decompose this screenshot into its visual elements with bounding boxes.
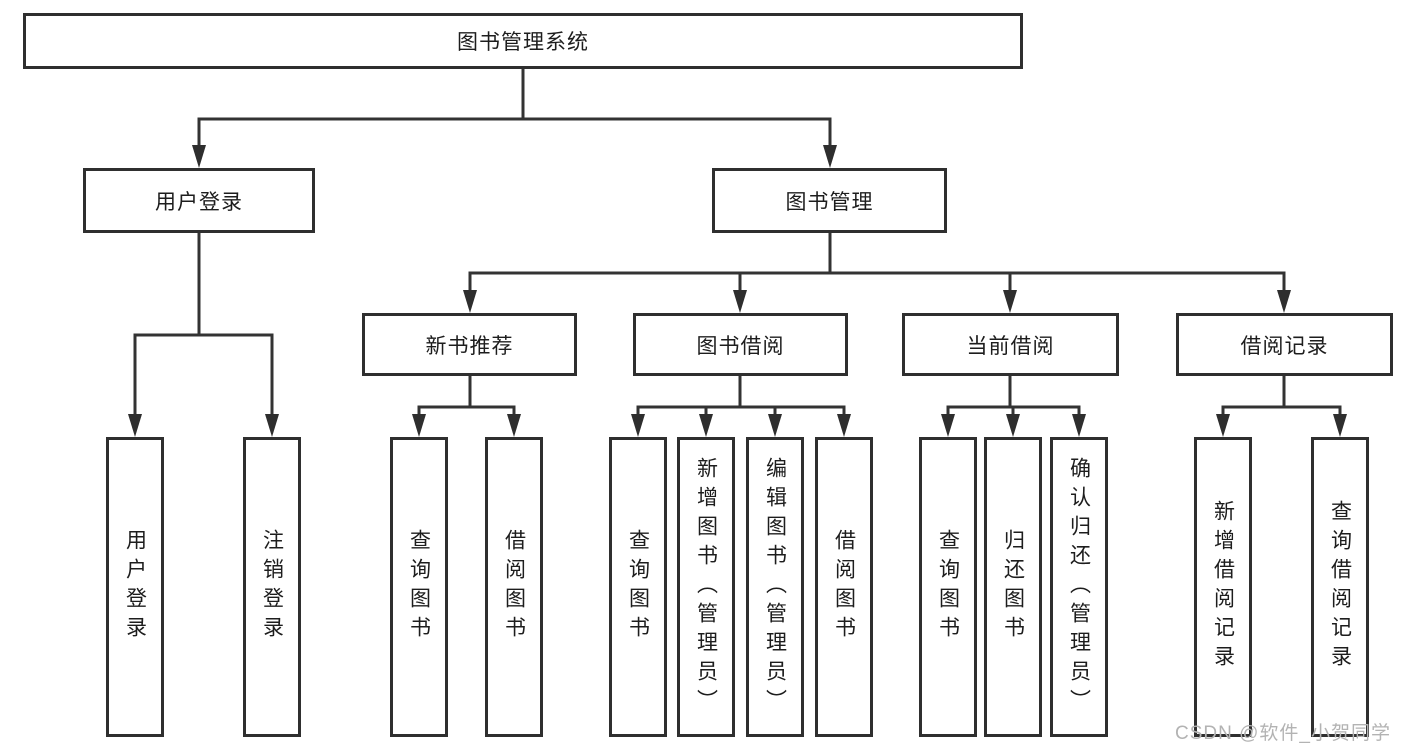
arrow-down-icon: [941, 414, 955, 437]
leaf-add-books-admin-label: 新增图书（管理员）: [694, 456, 718, 718]
arrow-down-icon: [507, 414, 521, 437]
arrow-down-icon: [733, 290, 747, 313]
leaf-query-borrow-record-label: 查询借阅记录: [1328, 500, 1352, 674]
arrow-down-icon: [412, 414, 426, 437]
leaf-borrow-books-recommend-label: 借阅图书: [502, 529, 526, 645]
leaf-user-login: 用户登录: [106, 437, 164, 737]
leaf-add-books-admin: 新增图书（管理员）: [677, 437, 735, 737]
arrow-down-icon: [1277, 290, 1291, 313]
node-user-login-label: 用户登录: [155, 190, 243, 214]
leaf-return-books: 归还图书: [984, 437, 1042, 737]
leaf-confirm-return-admin-label: 确认归还（管理员）: [1067, 456, 1091, 718]
arrowheads: [128, 145, 1347, 437]
leaf-query-books-recommend-label: 查询图书: [407, 529, 431, 645]
arrow-down-icon: [1003, 290, 1017, 313]
node-new-book-recommend: 新书推荐: [362, 313, 577, 376]
leaf-add-borrow-record: 新增借阅记录: [1194, 437, 1252, 737]
leaf-edit-books-admin: 编辑图书（管理员）: [746, 437, 804, 737]
leaf-confirm-return-admin: 确认归还（管理员）: [1050, 437, 1108, 737]
arrow-down-icon: [265, 414, 279, 437]
leaf-query-books-current-label: 查询图书: [936, 529, 960, 645]
leaf-add-borrow-record-label: 新增借阅记录: [1211, 500, 1235, 674]
node-borrow-records: 借阅记录: [1176, 313, 1393, 376]
leaf-query-books-borrow: 查询图书: [609, 437, 667, 737]
arrow-down-icon: [128, 414, 142, 437]
leaf-query-books-recommend: 查询图书: [390, 437, 448, 737]
node-book-borrow: 图书借阅: [633, 313, 848, 376]
leaf-return-books-label: 归还图书: [1001, 529, 1025, 645]
node-current-borrow-label: 当前借阅: [966, 334, 1055, 358]
arrow-down-icon: [1333, 414, 1347, 437]
leaf-query-borrow-record: 查询借阅记录: [1311, 437, 1369, 737]
leaf-borrow-books-recommend: 借阅图书: [485, 437, 543, 737]
arrow-down-icon: [837, 414, 851, 437]
node-user-login: 用户登录: [83, 168, 315, 233]
leaf-logout: 注销登录: [243, 437, 301, 737]
arrow-down-icon: [1072, 414, 1086, 437]
node-borrow-records-label: 借阅记录: [1240, 334, 1329, 358]
arrow-down-icon: [1006, 414, 1020, 437]
arrow-down-icon: [823, 145, 837, 168]
node-new-book-recommend-label: 新书推荐: [425, 334, 514, 358]
arrow-down-icon: [631, 414, 645, 437]
arrow-down-icon: [768, 414, 782, 437]
node-root-label: 图书管理系统: [457, 31, 589, 54]
node-book-management-label: 图书管理: [785, 190, 874, 214]
node-current-borrow: 当前借阅: [902, 313, 1119, 376]
node-book-management: 图书管理: [712, 168, 947, 233]
arrow-down-icon: [463, 290, 477, 313]
node-root: 图书管理系统: [23, 13, 1023, 69]
arrow-down-icon: [1216, 414, 1230, 437]
leaf-borrow-books-label: 借阅图书: [832, 529, 856, 645]
node-book-borrow-label: 图书借阅: [696, 334, 785, 358]
leaf-borrow-books: 借阅图书: [815, 437, 873, 737]
csdn-watermark: CSDN @软件_小贺同学: [1175, 723, 1391, 744]
arrow-down-icon: [699, 414, 713, 437]
leaf-user-login-label: 用户登录: [123, 529, 147, 645]
leaf-query-books-borrow-label: 查询图书: [626, 529, 650, 645]
leaf-logout-label: 注销登录: [260, 529, 284, 645]
arrow-down-icon: [192, 145, 206, 168]
leaf-query-books-current: 查询图书: [919, 437, 977, 737]
leaf-edit-books-admin-label: 编辑图书（管理员）: [763, 456, 787, 718]
